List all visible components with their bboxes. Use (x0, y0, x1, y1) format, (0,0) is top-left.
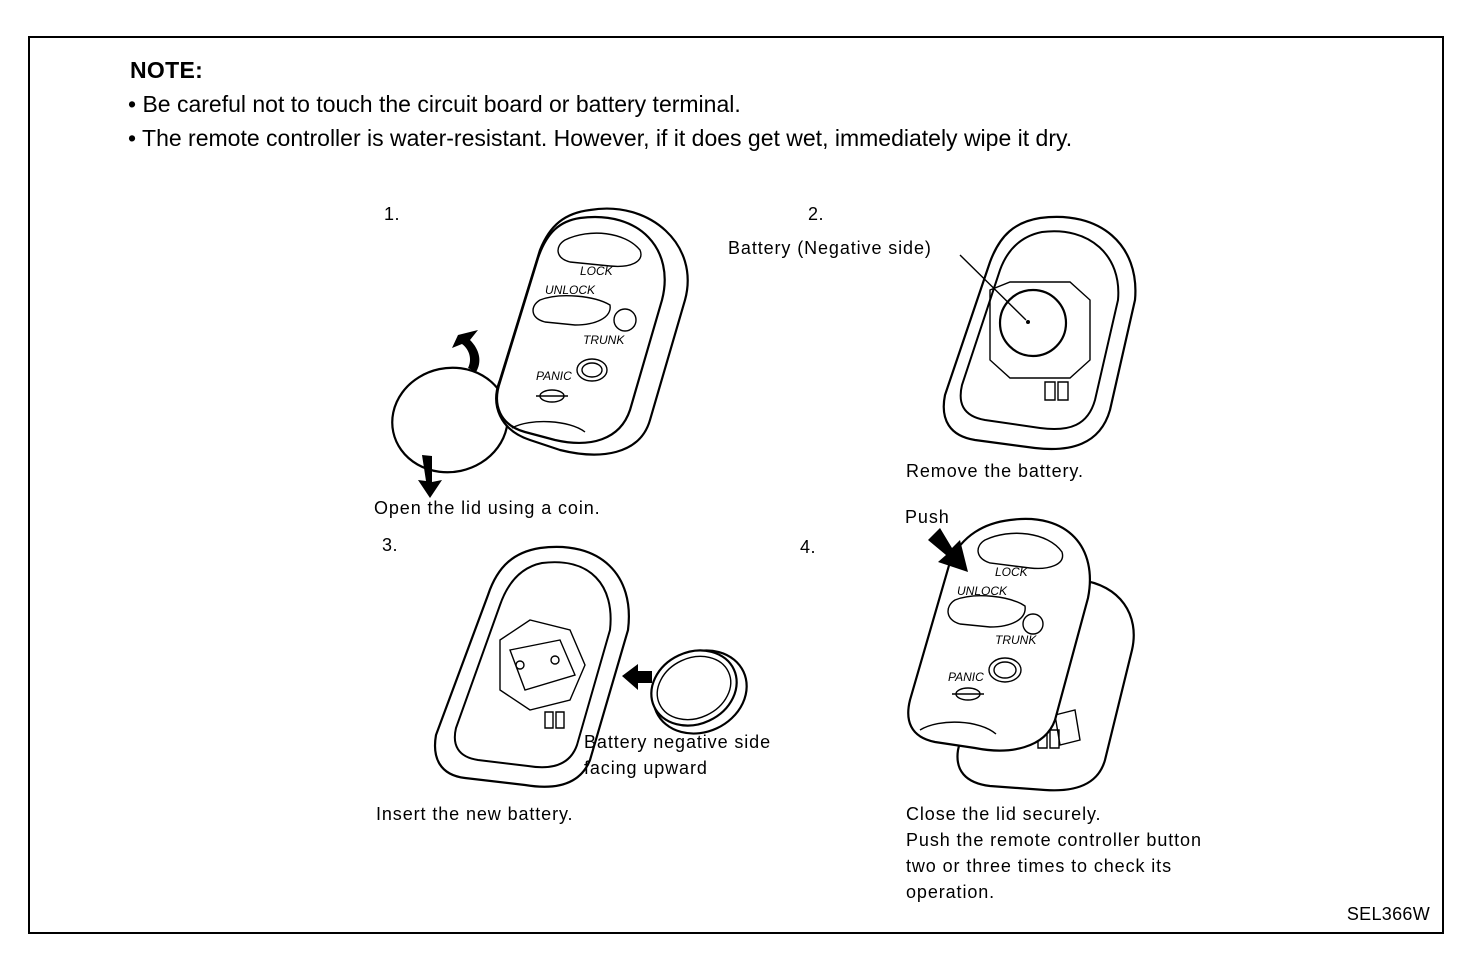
note-title: NOTE: (130, 57, 204, 83)
step2-caption: Remove the battery. (906, 461, 1084, 481)
back-shell-outer-3 (435, 547, 629, 787)
holder-contact (510, 640, 575, 690)
unlock-label-4: UNLOCK (957, 584, 1008, 598)
step4-illustration: LOCK UNLOCK TRUNK PANIC (908, 519, 1133, 790)
insert-arrow (622, 664, 652, 690)
lock-label-4: LOCK (995, 565, 1029, 579)
lock-button (558, 233, 641, 266)
diagram-frame (28, 36, 1444, 934)
step3-illustration (435, 547, 760, 787)
note-bullet-1: • Be careful not to touch the circuit bo… (128, 91, 741, 117)
figure-id: SEL366W (1346, 904, 1430, 924)
step4-callout: Push (905, 507, 950, 527)
push-arrow (928, 528, 968, 572)
step-number-2: 2. (808, 204, 825, 224)
open-arrow-up (452, 330, 480, 372)
unlock-label: UNLOCK (545, 283, 596, 297)
step4-caption-line3: two or three times to check its (906, 856, 1172, 876)
step2-callout: Battery (Negative side) (728, 238, 932, 258)
panic-label: PANIC (536, 369, 572, 383)
new-battery-face (639, 637, 749, 739)
trunk-button (614, 309, 636, 331)
trunk-label-4: TRUNK (995, 633, 1037, 647)
lock-label: LOCK (580, 264, 614, 278)
note-bullet-2: • The remote controller is water-resista… (128, 125, 1073, 151)
battery-cell (1000, 290, 1066, 356)
step1-illustration: LOCK UNLOCK TRUNK PANIC (382, 209, 687, 498)
unlock-button-4 (948, 596, 1025, 627)
step3-callout-line2: facing upward (584, 758, 708, 778)
back-shell-inner-3 (455, 562, 611, 767)
panic-label-4: PANIC (948, 670, 984, 684)
panic-button (577, 359, 607, 381)
step-number-3: 3. (382, 535, 399, 555)
trunk-label: TRUNK (583, 333, 625, 347)
lid-cover (382, 357, 517, 483)
open-arrow-down (418, 455, 442, 498)
battery-center-dot (1026, 320, 1030, 324)
trunk-button-4 (1023, 614, 1043, 634)
battery-holder (990, 282, 1090, 378)
back-shell-inner (961, 231, 1119, 429)
step3-caption: Insert the new battery. (376, 804, 574, 824)
step4-caption-line4: operation. (906, 882, 996, 902)
empty-battery-holder (500, 620, 585, 710)
step1-caption: Open the lid using a coin. (374, 498, 601, 518)
lock-button-4 (978, 533, 1063, 568)
remote-front-face (497, 217, 665, 443)
coin-slot (512, 422, 585, 432)
step-number-1: 1. (384, 204, 401, 224)
step2-illustration (944, 217, 1136, 449)
panic-button-inner (582, 363, 602, 377)
step-number-4: 4. (800, 537, 817, 557)
coin-slot-4 (920, 722, 996, 734)
unlock-button (533, 296, 610, 325)
panic-button-4 (989, 658, 1021, 682)
step4-caption-line2: Push the remote controller button (906, 830, 1202, 850)
step4-caption-line1: Close the lid securely. (906, 804, 1102, 824)
step3-callout-line1: Battery negative side (584, 732, 771, 752)
battery-callout-line (960, 255, 1026, 320)
